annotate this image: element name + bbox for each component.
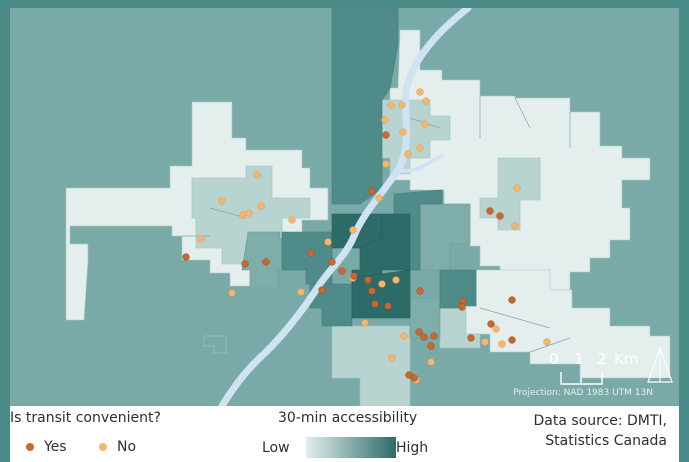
source-line-1: Data source: DMTI, [533,413,667,429]
yes-point-icon [26,443,34,451]
data-source: Data source: DMTI, Statistics Canada [533,411,667,451]
region-ring-south [331,325,411,406]
scale-unit: Km [614,350,639,368]
legend-panel: Is transit convenient? Yes No 30-min acc… [10,406,679,462]
scale-one: 1 [574,350,584,368]
map-canvas [65,8,673,406]
source-line-2: Statistics Canada [545,433,667,449]
legend-yes-label: Yes [44,439,67,455]
region-ring-east [479,157,541,231]
scale-zero: 0 [549,350,559,368]
river-tributary [396,154,444,173]
no-point-icon [99,443,107,451]
points-yes [182,131,516,382]
scale-bar [560,372,603,385]
legend-no-label: No [117,439,137,455]
legend-high-label: High [396,440,429,456]
region-midhigh-southeast [439,269,477,309]
accessibility-gradient [306,437,396,458]
region-outline [203,335,227,354]
scale-two: 2 [597,350,607,368]
projection-note: Projection: NAD 1983 UTM 13N [513,388,653,398]
legend-low-label: Low [262,440,290,456]
region-mid-east [419,203,471,271]
region-ring-north [381,99,451,175]
region-core-center [351,213,411,285]
legend-item-no: No [99,439,136,455]
region-mid-south [409,297,441,339]
region-corridor-north [331,8,399,205]
legend-transit-title: Is transit convenient? [10,410,161,426]
region-core-south [351,269,411,319]
legend-accessibility-title: 30-min accessibility [278,410,418,426]
map-area[interactable]: 0 1 2 Km Projection: NAD 1983 UTM 13N [10,8,679,406]
legend-item-yes: Yes [26,439,67,455]
